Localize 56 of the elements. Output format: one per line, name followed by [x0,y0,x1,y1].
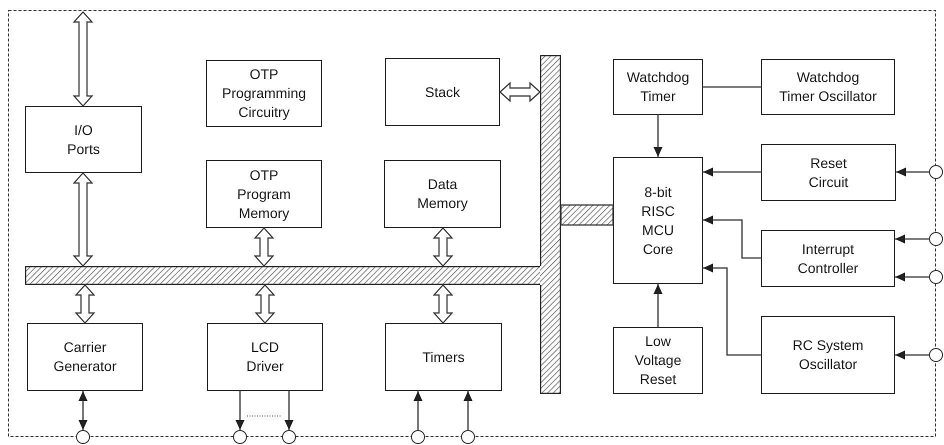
block-box [385,58,500,126]
block-box [761,59,895,115]
arrow [703,264,761,356]
bus-arrow [499,82,541,102]
block-label: Carrier Generator [52,338,118,376]
block-label: Stack [424,82,460,102]
bus-arrow [432,284,454,324]
block-box [385,323,502,391]
block-label: Timers [422,348,465,366]
block-box [206,160,322,228]
block-box [761,144,896,201]
block-box [613,59,703,115]
arrow [236,391,244,430]
block-label: Watchdog Timer [626,68,690,106]
block-label: Watchdog Timer Oscillator [778,68,878,106]
arrow [78,391,88,430]
block-box [761,230,895,287]
block-label: I/O Ports [66,120,101,158]
block-box [613,157,703,284]
bus-connector [560,204,614,226]
bus-arrow [74,284,96,324]
arrow [654,284,662,327]
bus-arrow [72,172,94,267]
arrow [895,234,929,244]
bus-arrow [254,284,276,324]
data-bus-bar [25,266,541,285]
arrow [703,168,761,176]
block-label: Reset Circuit [808,154,850,192]
block-label: Data Memory [416,175,469,213]
block-box [761,316,895,394]
block-box [27,323,143,391]
block-label: Interrupt Controller [796,240,860,278]
arrow [896,168,929,176]
arrow [895,350,929,360]
arrow [284,391,294,430]
arrow [464,391,472,430]
block-box [384,160,501,228]
bus-arrow [254,227,274,267]
block-label: Low Voltage Reset [634,332,682,389]
connector-line [703,86,761,88]
block-label: OTP Program Memory [236,166,292,222]
data-bus-bar [540,55,561,394]
block-label: RC System Oscillator [792,336,864,374]
block-box [206,60,322,127]
block-label: OTP Programming Circuitry [222,65,306,122]
arrow [654,115,662,157]
arrow [414,391,422,430]
bus-arrow [72,11,94,107]
bus-arrow [432,227,454,267]
block-label: LCD Driver [245,338,285,376]
block-box [207,323,323,391]
block-label: 8-bit RISC MCU Core [640,182,676,258]
arrow [895,272,929,282]
block-box [25,106,142,173]
block-box [613,327,703,394]
arrow [703,216,761,259]
